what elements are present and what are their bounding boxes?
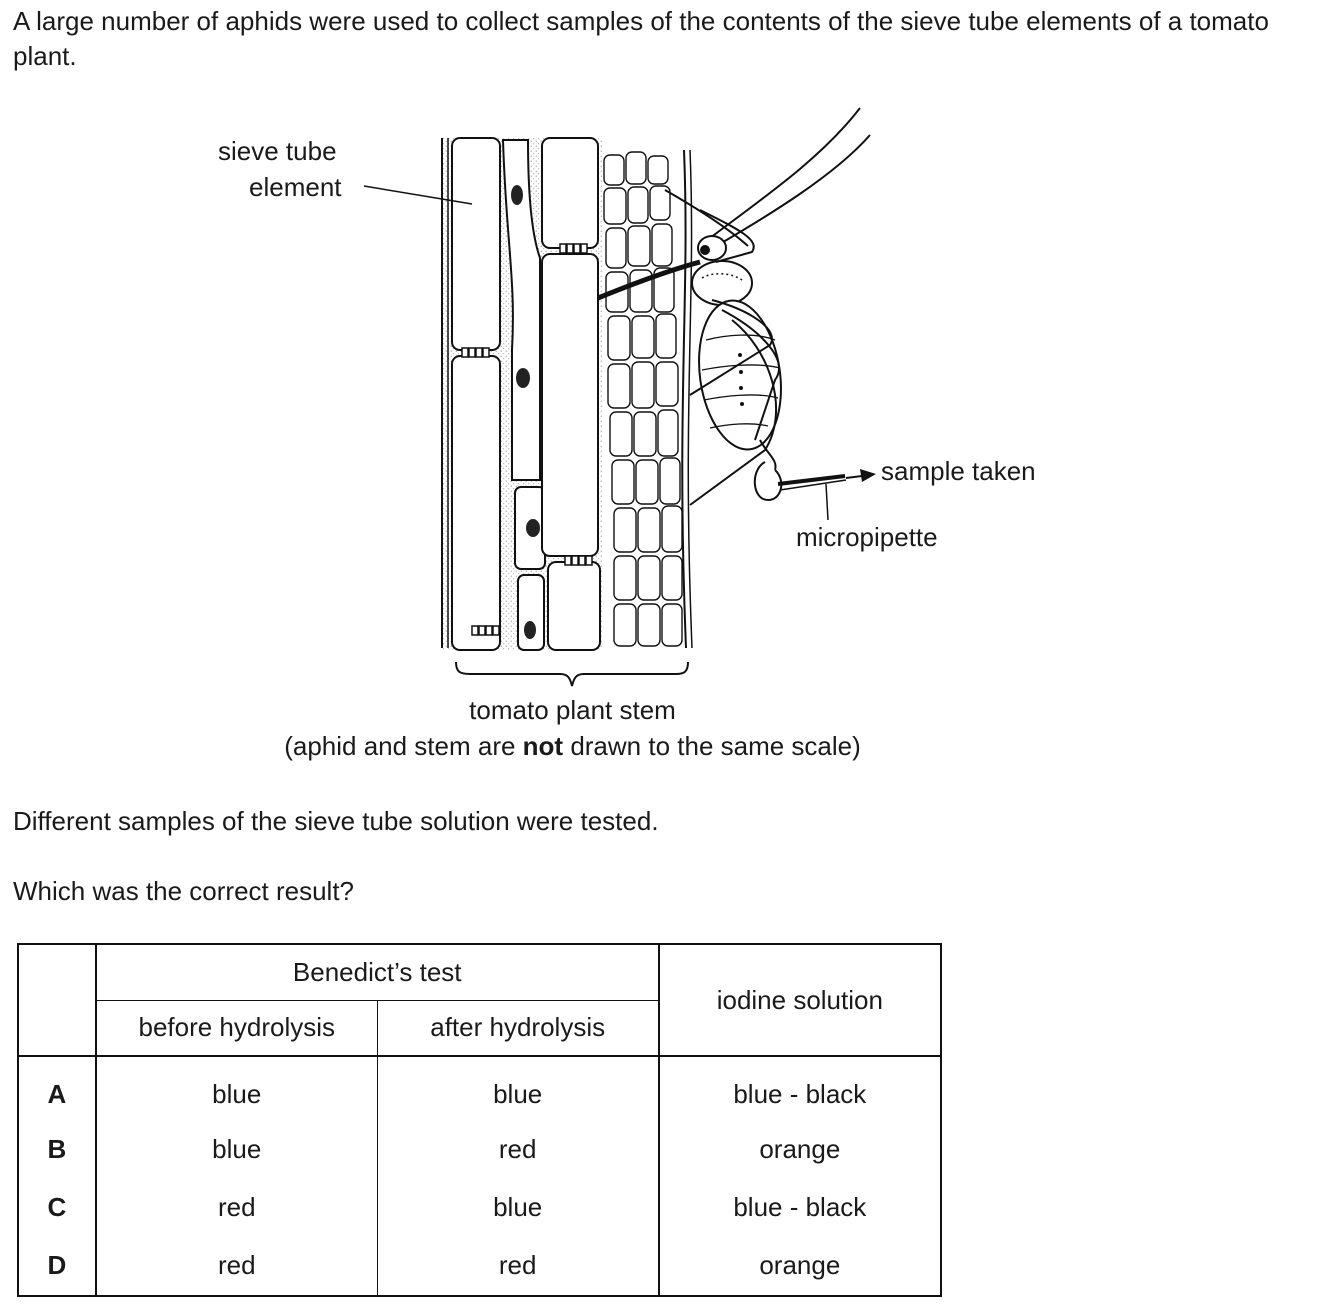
cell-before: red — [95, 1236, 378, 1297]
row-letter: A — [17, 1056, 97, 1120]
table-row: A blue blue blue - black — [17, 1056, 943, 1120]
table-row: D red red orange — [17, 1236, 943, 1297]
figure-caption: tomato plant stem (aphid and stem are no… — [0, 692, 1145, 764]
label-sieve-tube-line2: element — [249, 172, 342, 202]
header-after-hydrolysis: after hydrolysis — [377, 1000, 660, 1057]
label-micropipette: micropipette — [796, 522, 938, 552]
question-line-1: Different samples of the sieve tube solu… — [13, 806, 659, 836]
cell-after: red — [377, 1120, 660, 1178]
corner-cell — [17, 943, 97, 1057]
table-row: B blue red orange — [17, 1120, 943, 1178]
stem-brace — [455, 661, 689, 687]
question-line-2: Which was the correct result? — [13, 876, 355, 906]
row-letter: D — [17, 1236, 97, 1297]
cell-iodine: blue - black — [658, 1178, 943, 1236]
header-iodine: iodine solution — [657, 943, 943, 1057]
sieve-tube-leader-line — [363, 185, 473, 205]
scale-note-part1: (aphid and stem are — [284, 731, 523, 761]
header-benedicts: Benedict’s test — [94, 943, 660, 1001]
cell-before: blue — [95, 1120, 378, 1178]
label-stem: tomato plant stem — [469, 695, 676, 725]
table-row: C red blue blue - black — [17, 1178, 943, 1236]
cell-iodine: blue - black — [658, 1056, 943, 1120]
stem-tissue — [441, 137, 693, 651]
intro-text: A large number of aphids were used to co… — [13, 6, 1269, 71]
aphid-drawing — [597, 107, 876, 521]
scale-note-part2: drawn to the same scale) — [563, 731, 861, 761]
cell-after: blue — [377, 1178, 660, 1236]
scale-note-bold: not — [522, 731, 564, 761]
row-letter: B — [17, 1120, 97, 1178]
scale-note: (aphid and stem are not drawn to the sam… — [0, 728, 1145, 764]
cell-iodine: orange — [658, 1236, 943, 1297]
aphid-stem-figure: sieve tube element sample taken micropip… — [0, 107, 1145, 764]
cell-before: blue — [95, 1056, 378, 1120]
cell-after: blue — [377, 1056, 660, 1120]
stem-diagram — [363, 107, 876, 687]
results-table: Benedict’s test iodine solution before h… — [17, 943, 943, 1297]
cell-before: red — [95, 1178, 378, 1236]
row-letter: C — [17, 1178, 97, 1236]
cell-iodine: orange — [658, 1120, 943, 1178]
label-sieve-tube-line1: sieve tube — [218, 136, 337, 166]
cell-after: red — [377, 1236, 660, 1297]
header-before-hydrolysis: before hydrolysis — [94, 1000, 378, 1057]
label-sample-taken: sample taken — [881, 456, 1036, 486]
